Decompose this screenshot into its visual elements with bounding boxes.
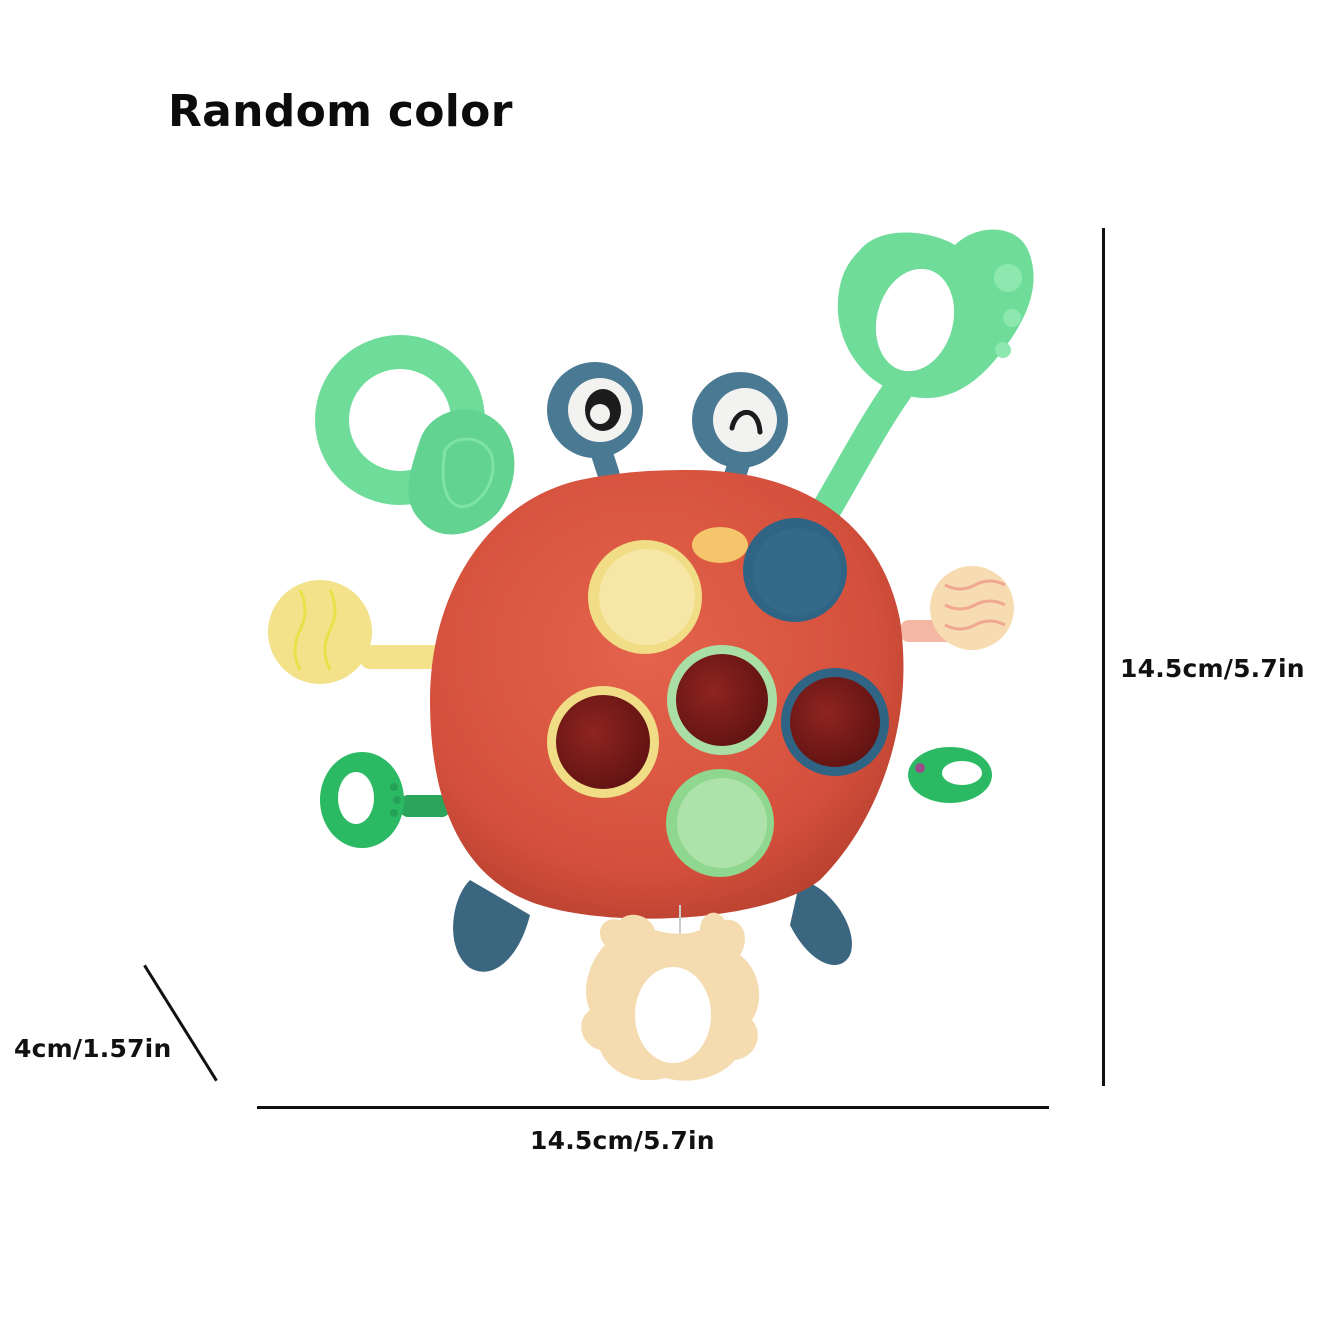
- hole-left: [547, 686, 659, 798]
- button-blue: [743, 518, 847, 622]
- hole-right: [781, 668, 889, 776]
- right-claw-teether: [805, 229, 1034, 535]
- width-dimension-label: 14.5cm/5.7in: [530, 1126, 715, 1155]
- right-pink-teether: [900, 566, 1014, 650]
- right-green-ring-teether: [908, 747, 992, 803]
- height-dimension-line: [1102, 228, 1105, 1086]
- left-yellow-teether: [268, 580, 455, 684]
- page-title: Random color: [168, 86, 513, 137]
- button-yellow: [588, 540, 702, 654]
- button-mint: [666, 769, 774, 877]
- right-leg: [790, 880, 852, 965]
- height-dimension-label: 14.5cm/5.7in: [1120, 654, 1305, 683]
- crab-eyes: [547, 362, 788, 485]
- width-dimension-line: [257, 1106, 1049, 1109]
- left-leg: [453, 880, 530, 972]
- bottom-crab-teether: [581, 905, 760, 1081]
- depth-dimension-label: 4cm/1.57in: [14, 1034, 172, 1063]
- hole-center: [667, 645, 777, 755]
- left-claw-teether: [315, 335, 515, 535]
- left-green-key-teether: [320, 752, 450, 848]
